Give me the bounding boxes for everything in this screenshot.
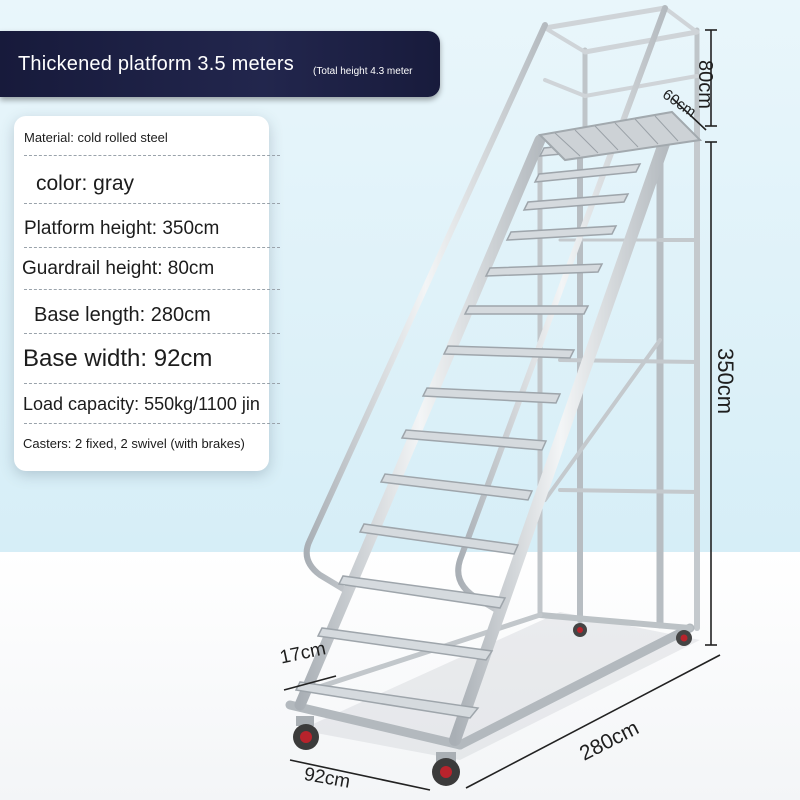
spec-divider bbox=[24, 383, 280, 384]
platform-grating bbox=[554, 115, 679, 157]
dimension-lines bbox=[283, 29, 721, 791]
left-stringer bbox=[294, 134, 546, 711]
right-stringer bbox=[449, 129, 673, 746]
caster-rear-right bbox=[676, 630, 692, 646]
spec-load-capacity: Load capacity: 550kg/1100 jin bbox=[23, 394, 260, 414]
title-banner: Thickened platform 3.5 meters (Total hei… bbox=[0, 31, 440, 97]
spec-divider bbox=[24, 203, 280, 204]
spec-guardrail-height: Guardrail height: 80cm bbox=[22, 258, 215, 279]
spec-card: Material: cold rolled steel color: gray … bbox=[14, 116, 280, 471]
title-main: Thickened platform 3.5 meters bbox=[18, 53, 294, 75]
spec-base-width: Base width: 92cm bbox=[23, 345, 213, 372]
spec-divider bbox=[24, 155, 280, 156]
spec-divider bbox=[24, 247, 280, 248]
spec-divider bbox=[24, 423, 280, 424]
spec-base-length: Base length: 280cm bbox=[34, 304, 211, 326]
spec-divider bbox=[24, 289, 280, 290]
spec-color: color: gray bbox=[36, 172, 135, 195]
title-subtitle: (Total height 4.3 meter bbox=[313, 66, 413, 77]
spec-platform-height: Platform height: 350cm bbox=[24, 218, 220, 239]
spec-material: Material: cold rolled steel bbox=[24, 130, 168, 145]
treads bbox=[294, 137, 653, 719]
dimension-platform-height-label: 350cm bbox=[713, 348, 738, 415]
dimension-guardrail-label: 80cm bbox=[694, 60, 716, 109]
caster-rear-left bbox=[573, 623, 587, 637]
spec-casters: Casters: 2 fixed, 2 swivel (with brakes) bbox=[23, 436, 245, 451]
spec-divider bbox=[24, 333, 280, 334]
floor-shadow bbox=[300, 612, 700, 760]
caster-front-left bbox=[293, 716, 319, 750]
top-platform bbox=[537, 110, 703, 162]
caster-front-right bbox=[432, 752, 460, 786]
